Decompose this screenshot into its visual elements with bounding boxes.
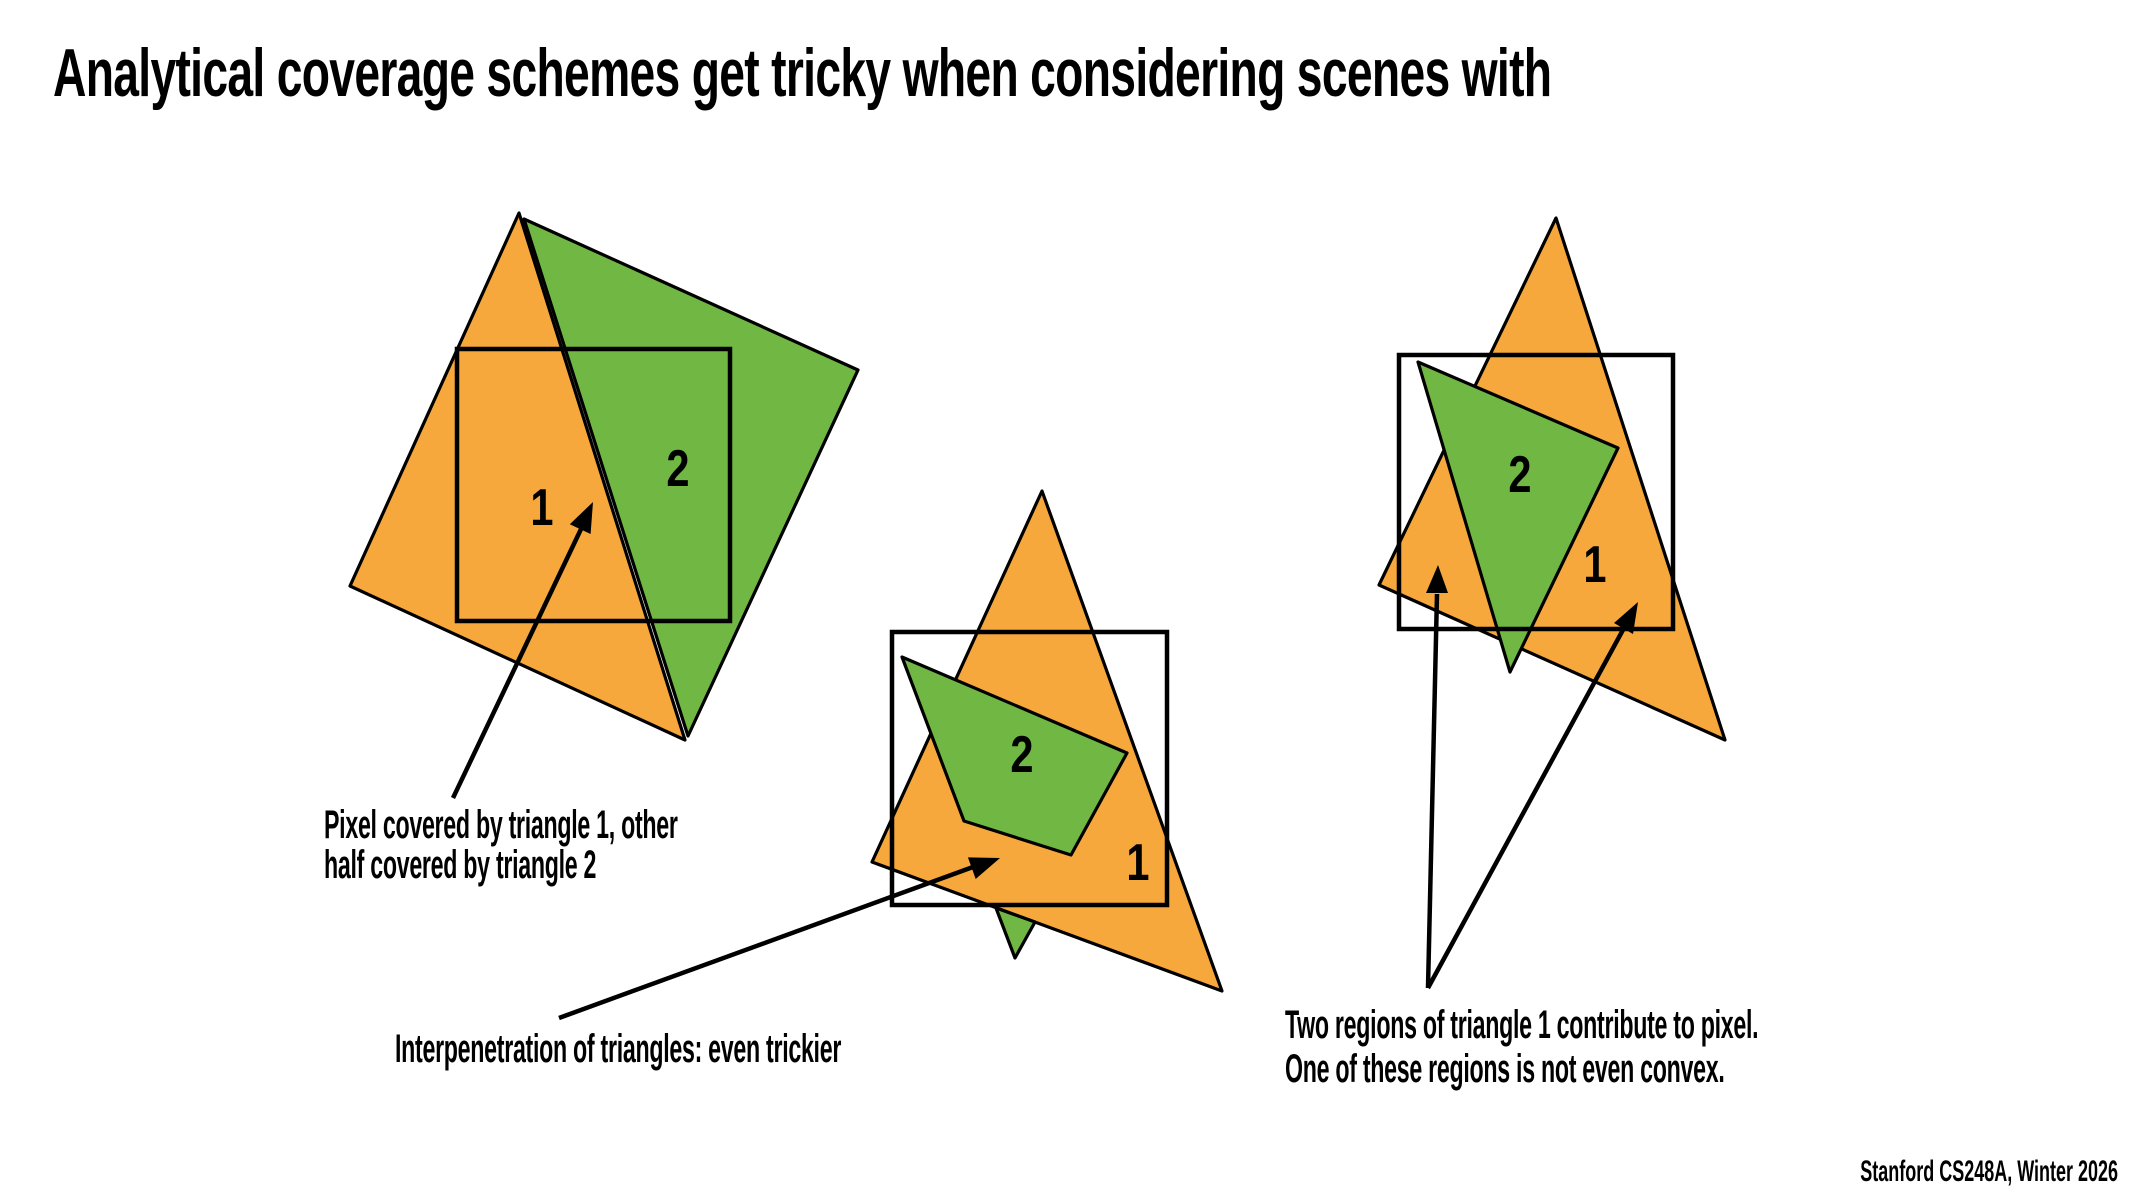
footer-group: Stanford CS248A, Winter 2026	[1860, 1156, 2118, 1189]
caption-interpenetration: Interpenetration of triangles: even tric…	[395, 1025, 842, 1070]
triangle-2-tip-region	[994, 906, 1037, 960]
slide-title: Analytical coverage schemes get tricky w…	[53, 35, 1551, 111]
caption-two-regions-group: Two regions of triangle 1 contribute to …	[1285, 1001, 1759, 1090]
triangle-2-label: 2	[666, 439, 689, 498]
annotation-arrow-left-shaft	[1425, 593, 1440, 989]
figure-two-regions: 2 1 Two regions of triangle 1 contribute…	[1285, 216, 1759, 1091]
triangle-1-label: 1	[530, 478, 553, 537]
annotation-arrow-right-head	[1614, 602, 1638, 634]
triangle-1-label: 1	[1126, 833, 1149, 892]
triangle-2-shape	[1416, 360, 1620, 674]
caption-shared-edge-group: Pixel covered by triangle 1, other half …	[324, 801, 678, 886]
triangle-1-label-group: 1	[530, 478, 553, 537]
triangle-2-label-group: 2	[666, 439, 689, 498]
pixel-square	[889, 629, 1170, 908]
caption-shared-edge-line2: half covered by triangle 2	[324, 841, 596, 886]
triangle-2-label-group: 2	[1508, 445, 1531, 504]
triangle-1-label-group: 1	[1126, 833, 1149, 892]
pixel-square	[1396, 352, 1676, 632]
annotation-arrow-shaft	[450, 526, 585, 799]
slide-title-group: Analytical coverage schemes get tricky w…	[53, 35, 1552, 111]
caption-two-regions-line2: One of these regions is not even convex.	[1285, 1045, 1725, 1090]
pixel-square	[454, 346, 733, 624]
annotation-arrow-right-shaft	[1426, 626, 1626, 990]
triangle-2-label: 2	[1508, 445, 1531, 504]
annotation-arrow-head	[967, 857, 1000, 879]
figure-interpenetration: 2 1 Interpenetration of triangles: even …	[395, 489, 1224, 1071]
course-footer: Stanford CS248A, Winter 2026	[1860, 1156, 2118, 1189]
triangle-2-label: 2	[1010, 725, 1033, 784]
annotation-arrow-left-head	[1426, 565, 1448, 593]
caption-two-regions-line1: Two regions of triangle 1 contribute to …	[1285, 1001, 1758, 1046]
annotation-arrow-shaft	[558, 864, 974, 1021]
annotation-arrow-head	[569, 502, 593, 534]
figure-shared-edge: 1 2 Pixel covered by triangle 1, other h…	[324, 211, 860, 887]
triangle-1-label-group: 1	[1583, 535, 1606, 594]
caption-interpenetration-group: Interpenetration of triangles: even tric…	[395, 1025, 842, 1070]
triangle-1-label: 1	[1583, 535, 1606, 594]
triangle-2-label-group: 2	[1010, 725, 1033, 784]
triangle-2-front-region	[900, 655, 1129, 857]
caption-shared-edge-line1: Pixel covered by triangle 1, other	[324, 801, 678, 846]
